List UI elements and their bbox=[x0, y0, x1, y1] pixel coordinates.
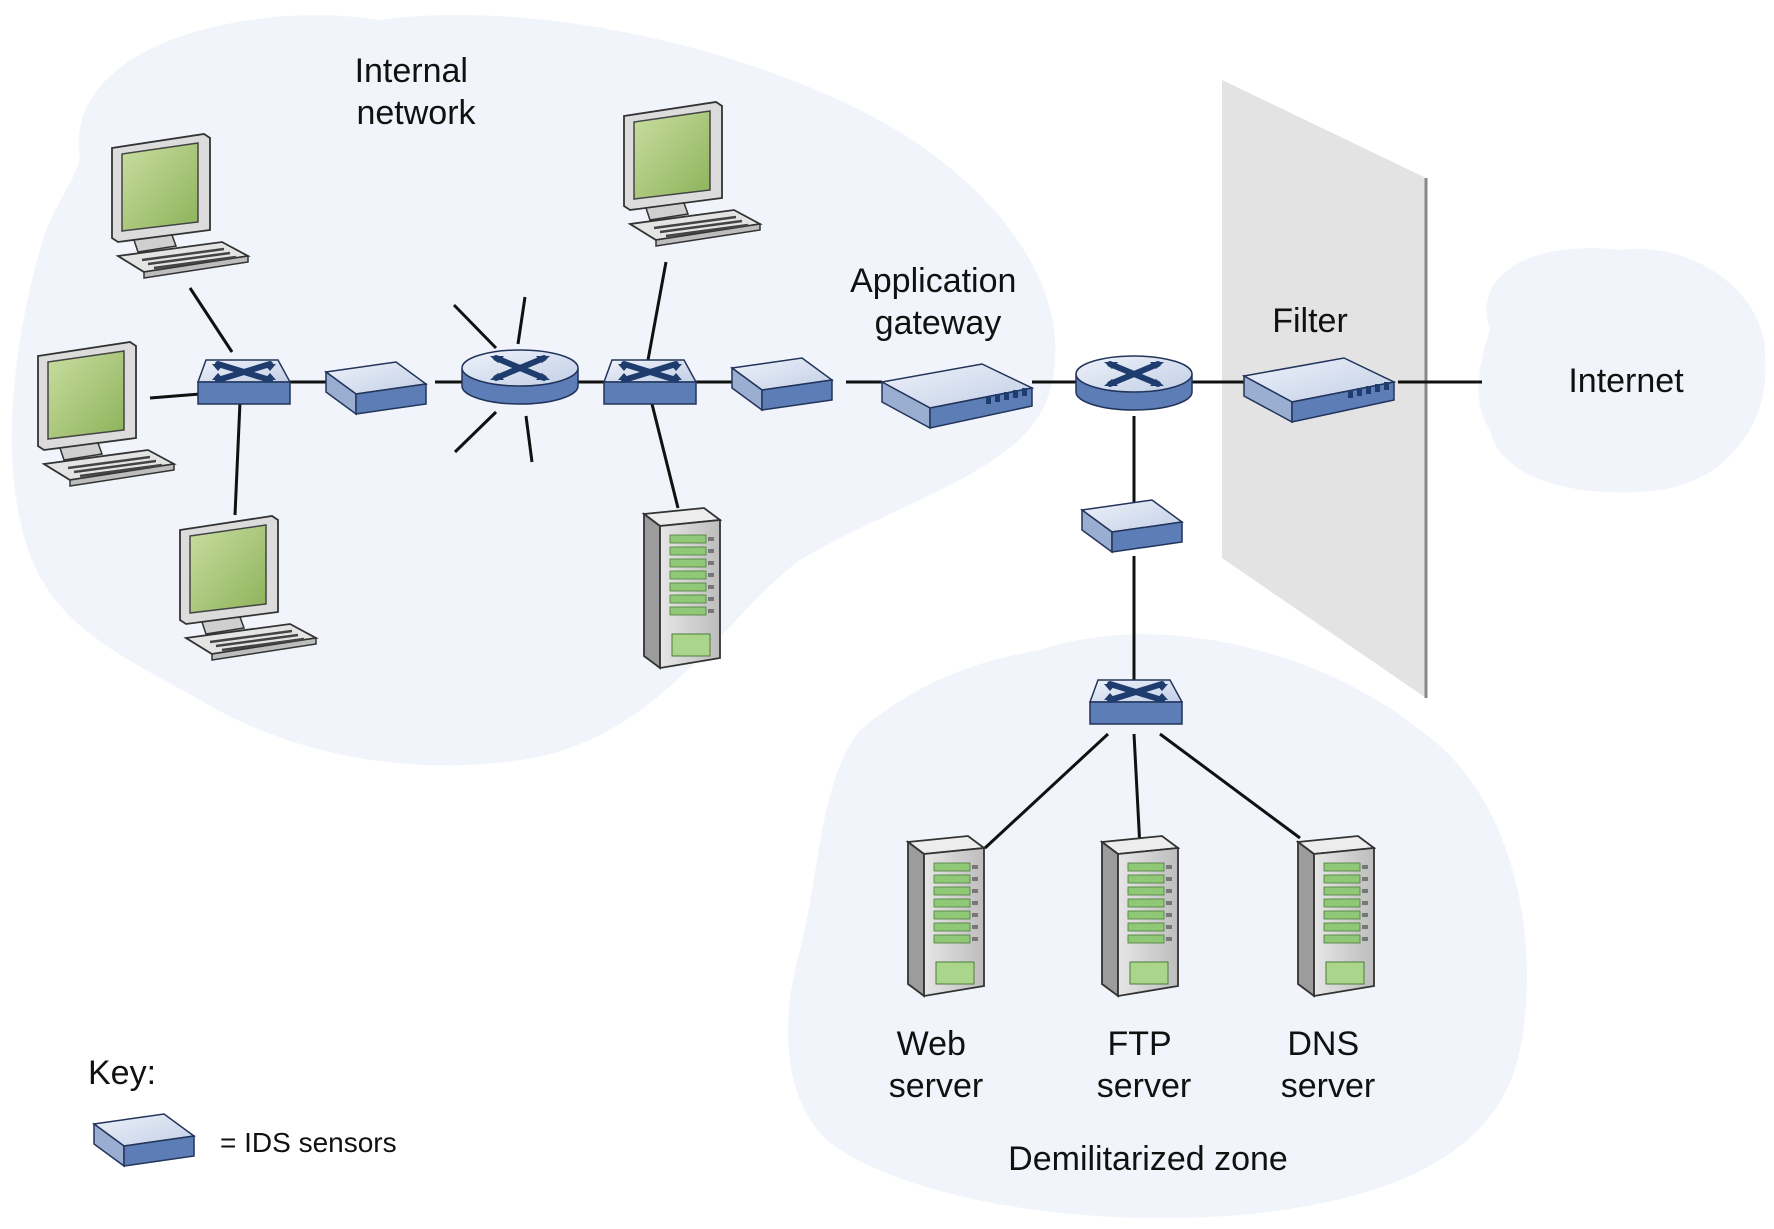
switch-icon bbox=[198, 360, 290, 404]
border-router-icon bbox=[1076, 356, 1192, 410]
switch-icon bbox=[604, 360, 696, 404]
internal-server-icon bbox=[643, 507, 721, 669]
ftp-server-icon bbox=[1101, 835, 1179, 997]
internet-cloud bbox=[1478, 248, 1766, 493]
web-server-label: Web server bbox=[889, 1025, 983, 1105]
application-gateway-label: Application gateway bbox=[850, 262, 1026, 342]
dmz-label: Demilitarized zone bbox=[1008, 1140, 1288, 1178]
key-title: Key: bbox=[88, 1054, 156, 1092]
ftp-server-label: FTP server bbox=[1097, 1025, 1191, 1105]
internet-label: Internet bbox=[1568, 362, 1684, 400]
network-links bbox=[149, 261, 1482, 850]
internal-network-label: Internal network bbox=[355, 52, 478, 132]
key-ids-sensor-icon bbox=[93, 1113, 195, 1167]
dmz-switch-icon bbox=[1090, 680, 1182, 724]
filter-label: Filter bbox=[1272, 302, 1348, 340]
dns-server-icon bbox=[1297, 835, 1375, 997]
dns-server-label: DNS server bbox=[1281, 1025, 1375, 1105]
web-server-icon bbox=[907, 835, 985, 997]
ids-sensor-icon bbox=[1081, 499, 1183, 553]
key-ids-label: = IDS sensors bbox=[220, 1127, 397, 1158]
internal-router-icon bbox=[462, 350, 578, 404]
